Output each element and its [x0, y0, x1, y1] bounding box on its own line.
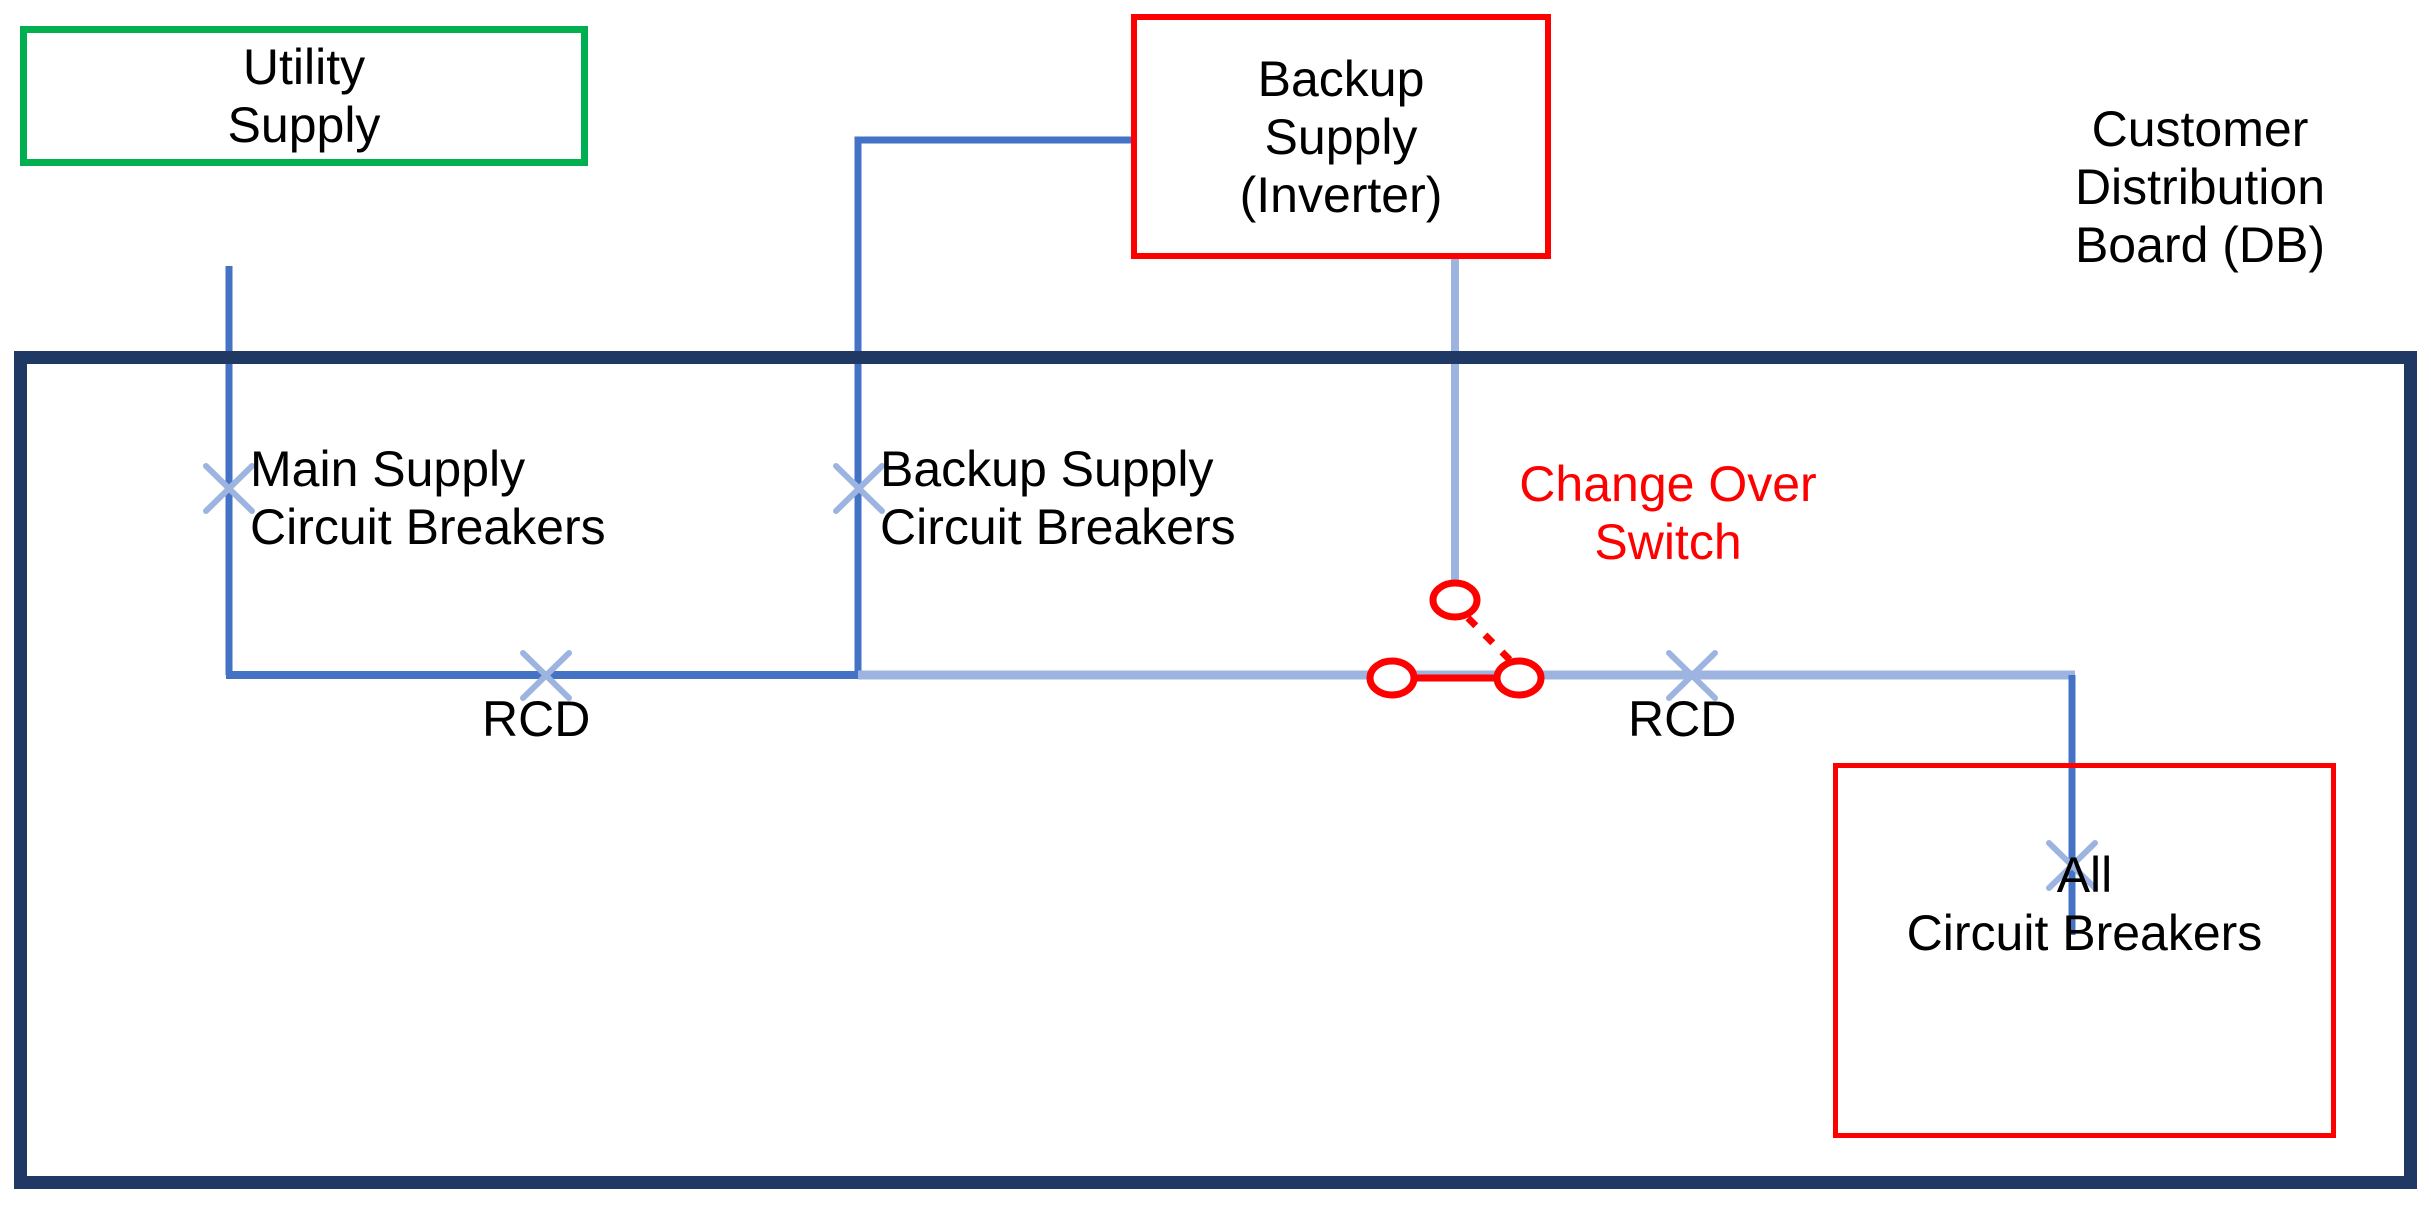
customer-distribution-board-box: [14, 351, 2417, 1189]
backup-supply-circuit-breakers-label: Backup Supply Circuit Breakers: [880, 441, 1236, 555]
all-circuit-breakers-box[interactable]: All Circuit Breakers: [1833, 763, 2336, 1138]
utility-supply-label: Utility Supply: [227, 39, 381, 153]
utility-supply-box[interactable]: Utility Supply: [20, 26, 588, 166]
main-supply-circuit-breakers-label: Main Supply Circuit Breakers: [250, 441, 606, 555]
rcd-left-label: RCD: [482, 691, 591, 747]
backup-supply-label: Backup Supply (Inverter): [1239, 50, 1443, 223]
customer-distribution-board-title: Customer Distribution Board (DB): [2074, 101, 2326, 273]
backup-supply-box[interactable]: Backup Supply (Inverter): [1131, 14, 1551, 259]
rcd-right-label: RCD: [1628, 691, 1737, 747]
all-circuit-breakers-label: All Circuit Breakers: [1906, 847, 2263, 961]
change-over-switch-label: Change Over Switch: [1519, 456, 1817, 570]
